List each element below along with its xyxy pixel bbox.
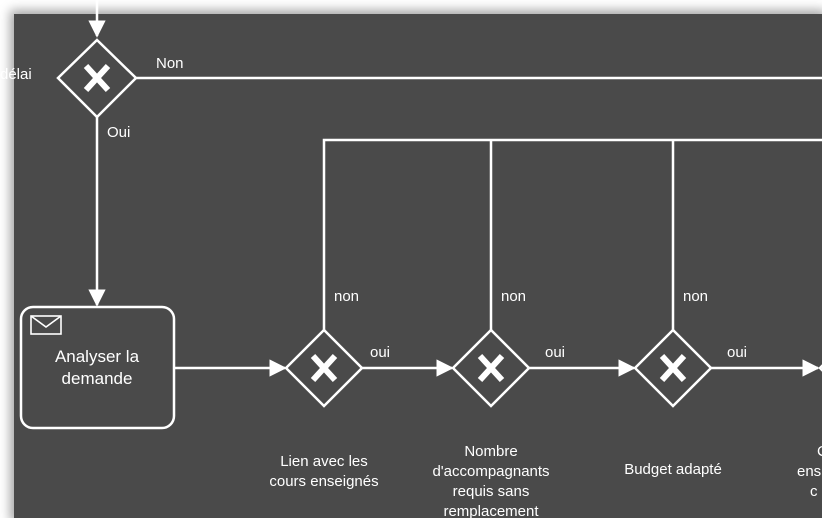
gateway2-caption-line3: requis sans <box>453 483 530 500</box>
gateway2-no-label: non <box>501 288 526 305</box>
task-label-line2: demande <box>62 369 133 388</box>
gateway1-yes-label: oui <box>370 344 390 361</box>
gateway3-caption-line1: Budget adapté <box>624 461 722 478</box>
envelope-icon <box>30 315 62 335</box>
gateway4-caption-line1: C <box>817 443 822 460</box>
gateway1-caption-line2: cours enseignés <box>269 473 378 490</box>
diagram-canvas <box>14 14 822 518</box>
exclusive-gateway-x-icon <box>310 353 338 383</box>
flow-no-return <box>322 138 822 330</box>
exclusive-gateway-x-icon <box>659 353 687 383</box>
gateway-nombre-accompagnants <box>451 328 531 408</box>
gateway4-caption-line2: ens <box>797 463 821 480</box>
gateway3-no-label: non <box>683 288 708 305</box>
gateway2-yes-label: oui <box>545 344 565 361</box>
gateway1-caption-line1: Lien avec les <box>280 453 368 470</box>
gateway-budget-adapte <box>633 328 713 408</box>
exclusive-gateway-x-icon <box>477 353 505 383</box>
top-gateway-no-label: Non <box>156 55 184 72</box>
gateway-lien-cours <box>284 328 364 408</box>
gateway2-caption-line2: d'accompagnants <box>432 463 549 480</box>
top-gateway-yes-label: Oui <box>107 124 130 141</box>
gateway1-no-label: non <box>334 288 359 305</box>
gateway3-yes-label: oui <box>727 344 747 361</box>
task-analyser-la-demande: Analyser la demande <box>19 305 176 430</box>
gateway2-caption-line1: Nombre <box>464 443 517 460</box>
top-gateway-left-label: délai <box>0 66 32 83</box>
gateway4-caption-line3: c <box>810 483 818 500</box>
gateway2-caption-line4: remplacement <box>443 503 539 518</box>
task-label-line1: Analyser la <box>55 347 140 366</box>
exclusive-gateway-x-icon <box>83 63 111 93</box>
gateway-top <box>56 38 138 119</box>
